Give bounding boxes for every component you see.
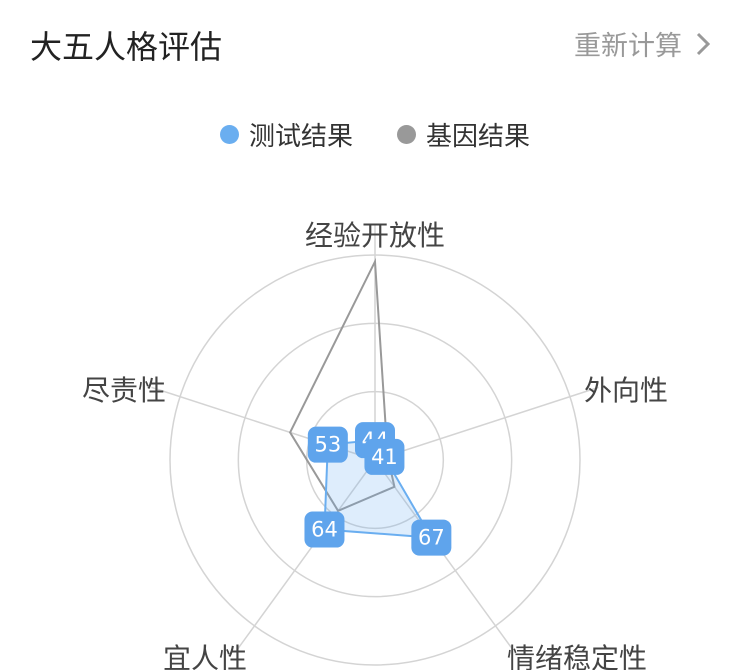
- data-label: 53: [314, 433, 341, 457]
- legend-dot: [219, 125, 239, 144]
- data-label-box: [304, 511, 345, 548]
- axis-label: 外向性: [584, 374, 668, 407]
- data-label: 64: [311, 518, 338, 542]
- data-label: 67: [418, 526, 445, 550]
- axis-label: 尽责性: [82, 374, 166, 407]
- data-label-box: [364, 438, 405, 475]
- data-label: 41: [371, 445, 398, 469]
- data-label-box: [411, 519, 452, 556]
- legend: 测试结果 基因结果: [0, 116, 750, 153]
- axis-line: [374, 386, 599, 461]
- legend-label: 测试结果: [248, 122, 353, 152]
- axis-label: 情绪稳定性: [507, 642, 647, 670]
- axis-label: 宜人性: [163, 642, 247, 670]
- chevron-right-icon: [696, 32, 710, 55]
- recalculate-button[interactable]: 重新计算: [574, 24, 710, 63]
- legend-label: 基因结果: [426, 122, 531, 152]
- legend-item-gene[interactable]: 基因结果: [397, 116, 530, 153]
- data-label-box: [307, 426, 348, 463]
- legend-dot: [397, 125, 416, 144]
- page-title: 大五人格评估: [30, 28, 223, 66]
- axis-label: 经验开放性: [305, 219, 445, 252]
- axis-line: [236, 459, 376, 651]
- recalculate-label: 重新计算: [574, 31, 682, 62]
- legend-item-test[interactable]: 测试结果: [219, 116, 353, 153]
